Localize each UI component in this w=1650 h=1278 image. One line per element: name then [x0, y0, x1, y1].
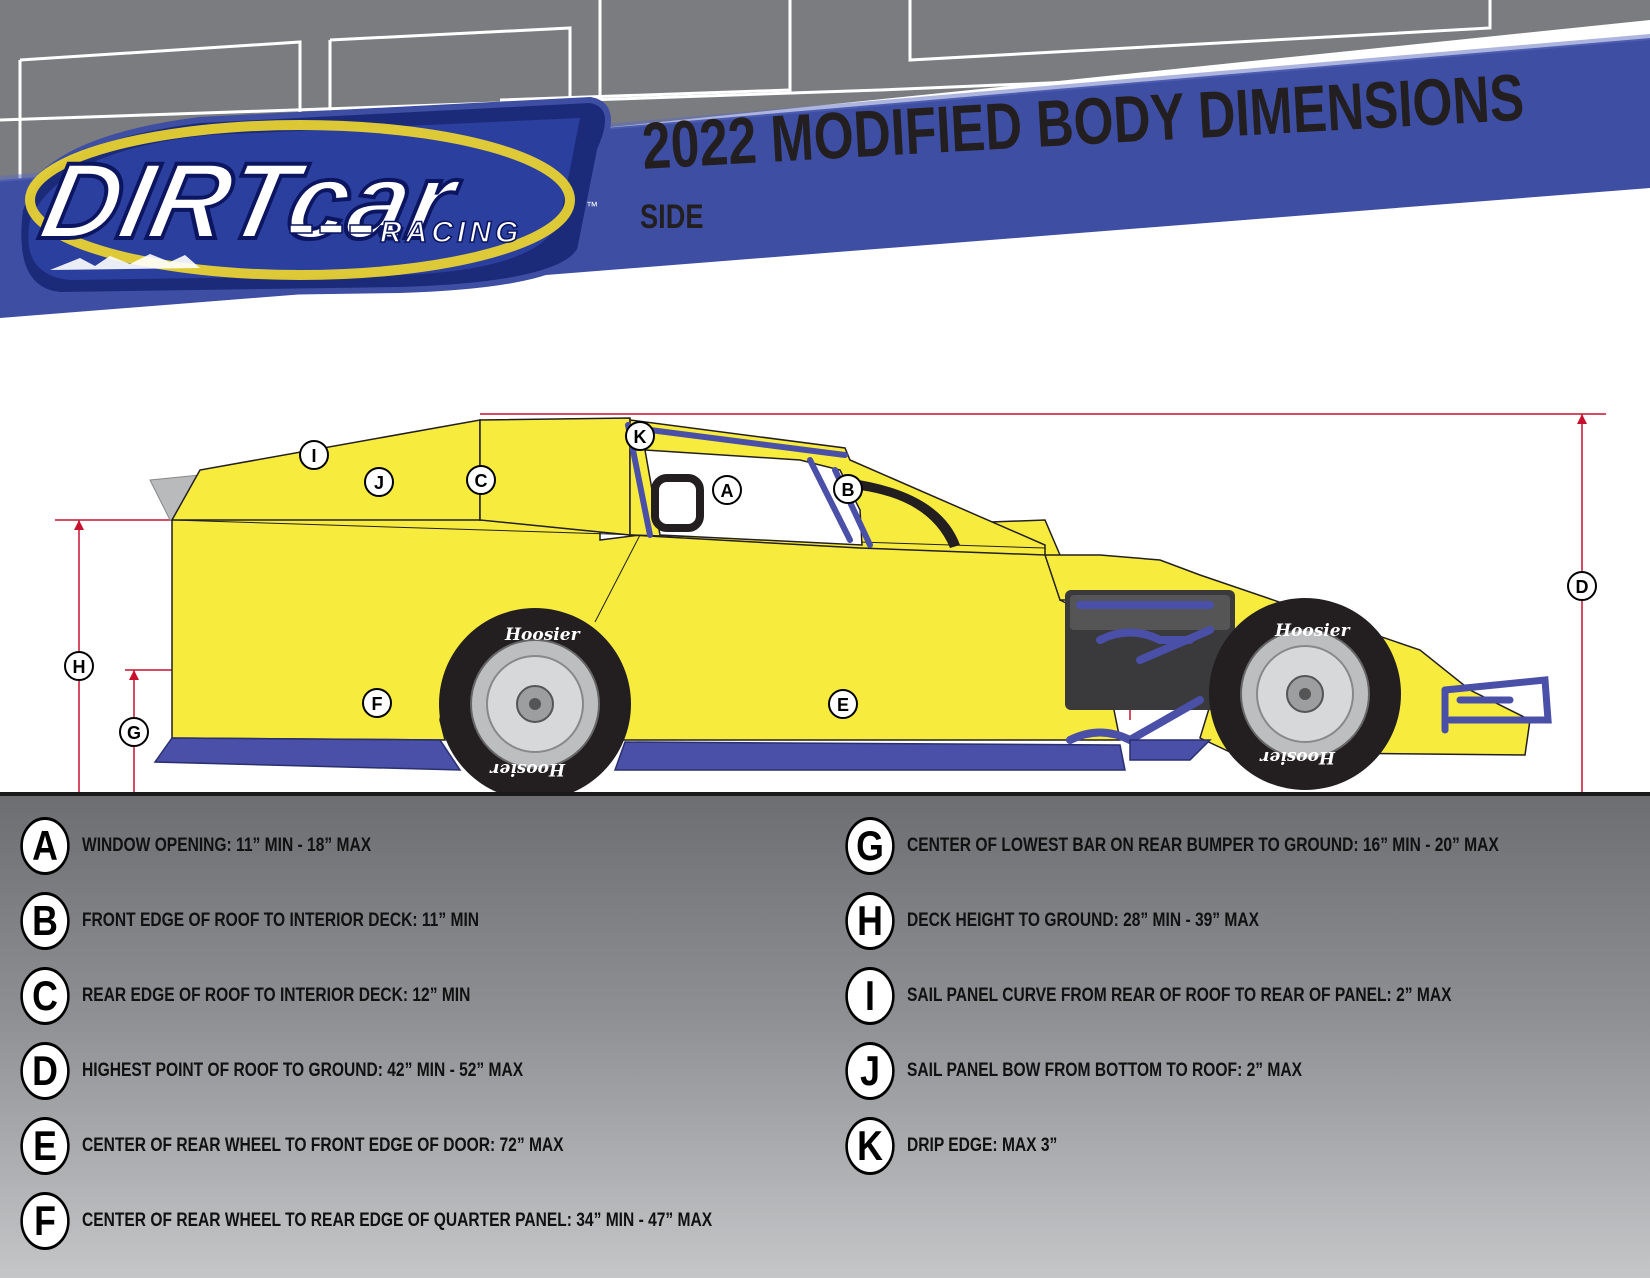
legend-item-h: H DECK HEIGHT TO GROUND: 28” MIN - 39” M…	[841, 887, 1336, 955]
rear-tire-brand: Hoosier	[504, 625, 581, 645]
legend-text: CENTER OF REAR WHEEL TO FRONT EDGE OF DO…	[82, 1135, 564, 1156]
legend-letter: F	[20, 1192, 70, 1250]
legend-item-d: D HIGHEST POINT OF ROOF TO GROUND: 42” M…	[16, 1037, 620, 1105]
callout-h: H	[64, 651, 94, 681]
logo-trademark: ™	[586, 199, 598, 213]
page-subtitle: SIDE	[640, 198, 704, 236]
legend-text: FRONT EDGE OF ROOF TO INTERIOR DECK: 11”…	[82, 910, 480, 931]
legend-letter: B	[20, 892, 70, 950]
callout-g: G	[119, 717, 149, 747]
legend-text: DRIP EDGE: MAX 3”	[907, 1135, 1058, 1156]
legend-letter: D	[20, 1042, 70, 1100]
callout-a: A	[712, 475, 742, 505]
legend-item-b: B FRONT EDGE OF ROOF TO INTERIOR DECK: 1…	[16, 887, 566, 955]
legend-letter: G	[845, 817, 895, 875]
legend-letter: K	[845, 1117, 895, 1175]
callout-k: K	[625, 421, 655, 451]
legend-letter: I	[845, 967, 895, 1025]
legend-item-c: C REAR EDGE OF ROOF TO INTERIOR DECK: 12…	[16, 962, 556, 1030]
rear-tire-brand-bottom: Hoosier	[489, 759, 566, 779]
front-bumper	[1441, 676, 1552, 734]
svg-text:A: A	[721, 481, 734, 501]
callout-d: D	[1567, 571, 1597, 601]
dirtcar-racing-logo: DIRTcar RACING ™	[15, 96, 611, 299]
lower-skirts	[153, 737, 1212, 771]
callout-f: F	[362, 688, 392, 718]
svg-text:J: J	[374, 473, 384, 493]
legend-letter: C	[20, 967, 70, 1025]
svg-text:B: B	[842, 480, 855, 500]
legend-text: WINDOW OPENING: 11” MIN - 18” MAX	[82, 835, 372, 856]
callout-j: J	[364, 467, 394, 497]
dimension-legend: A WINDOW OPENING: 11” MIN - 18” MAX B FR…	[0, 793, 1650, 1278]
callout-i: I	[299, 440, 329, 470]
rear-wheel: Hoosier Hoosier	[439, 608, 631, 800]
legend-letter: A	[20, 817, 70, 875]
legend-item-a: A WINDOW OPENING: 11” MIN - 18” MAX	[16, 812, 435, 880]
legend-item-g: G CENTER OF LOWEST BAR ON REAR BUMPER TO…	[841, 812, 1629, 880]
legend-item-e: E CENTER OF REAR WHEEL TO FRONT EDGE OF …	[16, 1112, 669, 1180]
callout-e: E	[828, 689, 858, 719]
svg-text:F: F	[372, 694, 383, 714]
legend-text: CENTER OF LOWEST BAR ON REAR BUMPER TO G…	[907, 835, 1499, 856]
legend-text: REAR EDGE OF ROOF TO INTERIOR DECK: 12” …	[82, 985, 471, 1006]
svg-text:H: H	[73, 657, 86, 677]
legend-text: CENTER OF REAR WHEEL TO REAR EDGE OF QUA…	[82, 1210, 713, 1231]
logo-text-main: DIRTcar	[31, 141, 470, 262]
front-wheel: Hoosier Hoosier	[1209, 598, 1401, 790]
svg-text:G: G	[127, 723, 141, 743]
svg-text:E: E	[837, 695, 849, 715]
legend-letter: H	[845, 892, 895, 950]
callout-c: C	[466, 465, 496, 495]
legend-text: DECK HEIGHT TO GROUND: 28” MIN - 39” MAX	[907, 910, 1260, 931]
legend-item-i: I SAIL PANEL CURVE FROM REAR OF ROOF TO …	[841, 962, 1571, 1030]
legend-item-f: F CENTER OF REAR WHEEL TO REAR EDGE OF Q…	[16, 1187, 851, 1255]
svg-text:I: I	[311, 446, 316, 466]
legend-item-k: K DRIP EDGE: MAX 3”	[841, 1112, 1090, 1180]
svg-text:D: D	[1576, 577, 1589, 597]
svg-text:K: K	[634, 427, 647, 447]
svg-text:C: C	[475, 471, 488, 491]
front-tire-brand-bottom: Hoosier	[1259, 747, 1336, 767]
legend-text: SAIL PANEL BOW FROM BOTTOM TO ROOF: 2” M…	[907, 1060, 1302, 1081]
header: DIRTcar RACING ™ 2022 MODIFIED BODY DIME…	[0, 0, 1650, 330]
callout-b: B	[833, 474, 863, 504]
engine	[1065, 590, 1235, 745]
legend-letter: J	[845, 1042, 895, 1100]
legend-text: HIGHEST POINT OF ROOF TO GROUND: 42” MIN…	[82, 1060, 524, 1081]
legend-letter: E	[20, 1117, 70, 1175]
legend-text: SAIL PANEL CURVE FROM REAR OF ROOF TO RE…	[907, 985, 1452, 1006]
front-tire-brand: Hoosier	[1274, 621, 1351, 641]
logo-text-sub: RACING	[380, 216, 522, 249]
legend-item-j: J SAIL PANEL BOW FROM BOTTOM TO ROOF: 2”…	[841, 1037, 1389, 1105]
